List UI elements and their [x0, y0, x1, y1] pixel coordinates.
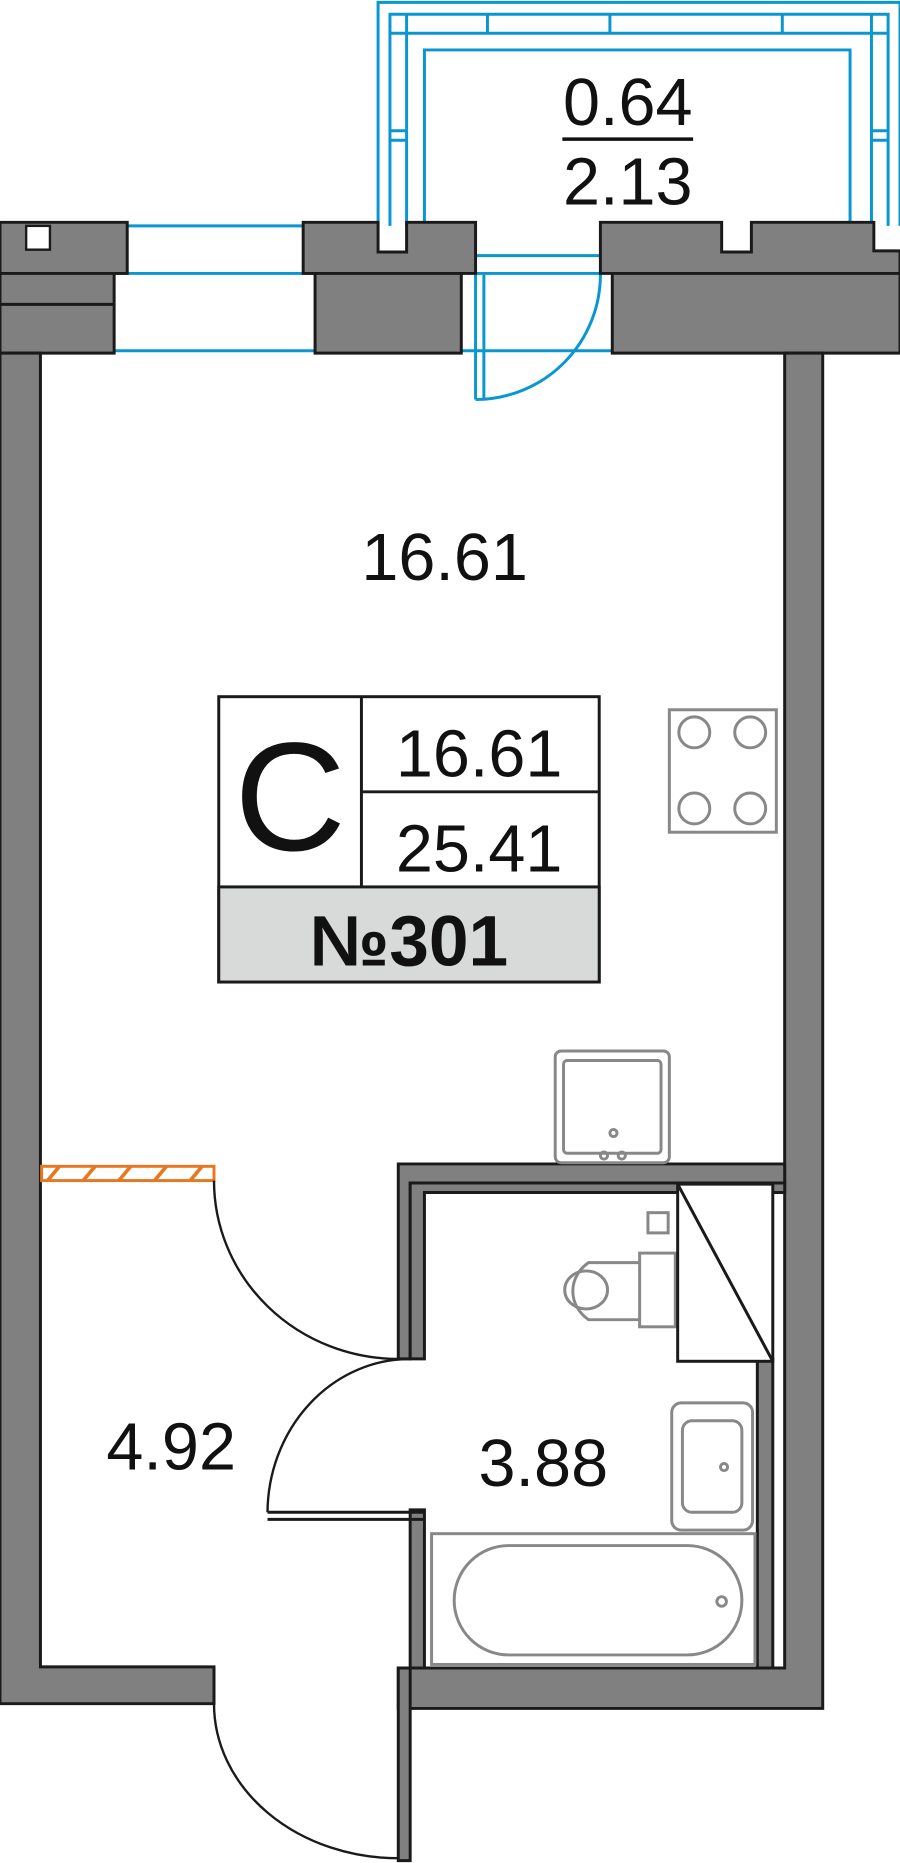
apartment-info-box: C 16.61 25.41 №301	[217, 695, 601, 984]
main-room-area: 16.61	[361, 521, 528, 595]
partition-hatch	[40, 1164, 216, 1183]
washbasin-icon	[670, 1401, 755, 1532]
kitchen-sink-icon	[553, 1049, 671, 1165]
info-total-area: 25.41	[396, 812, 563, 886]
bathroom-area: 3.88	[479, 1427, 609, 1501]
stove-icon	[667, 708, 778, 834]
walls	[0, 220, 900, 1863]
balcony-living-area: 0.64	[563, 66, 693, 140]
bathtub-icon	[430, 1532, 757, 1666]
washing-machine-icon	[676, 1182, 775, 1363]
balcony: 0.64 2.13	[376, 0, 900, 226]
doors	[212, 1180, 411, 1860]
apartment-type: C	[234, 710, 346, 883]
windows	[114, 224, 613, 353]
toilet-icon	[563, 1211, 677, 1329]
hall-area: 4.92	[106, 1410, 236, 1484]
balcony-door	[474, 273, 602, 401]
balcony-total-area: 2.13	[563, 145, 693, 219]
info-living-area: 16.61	[396, 717, 563, 791]
apartment-number: №301	[310, 901, 509, 981]
